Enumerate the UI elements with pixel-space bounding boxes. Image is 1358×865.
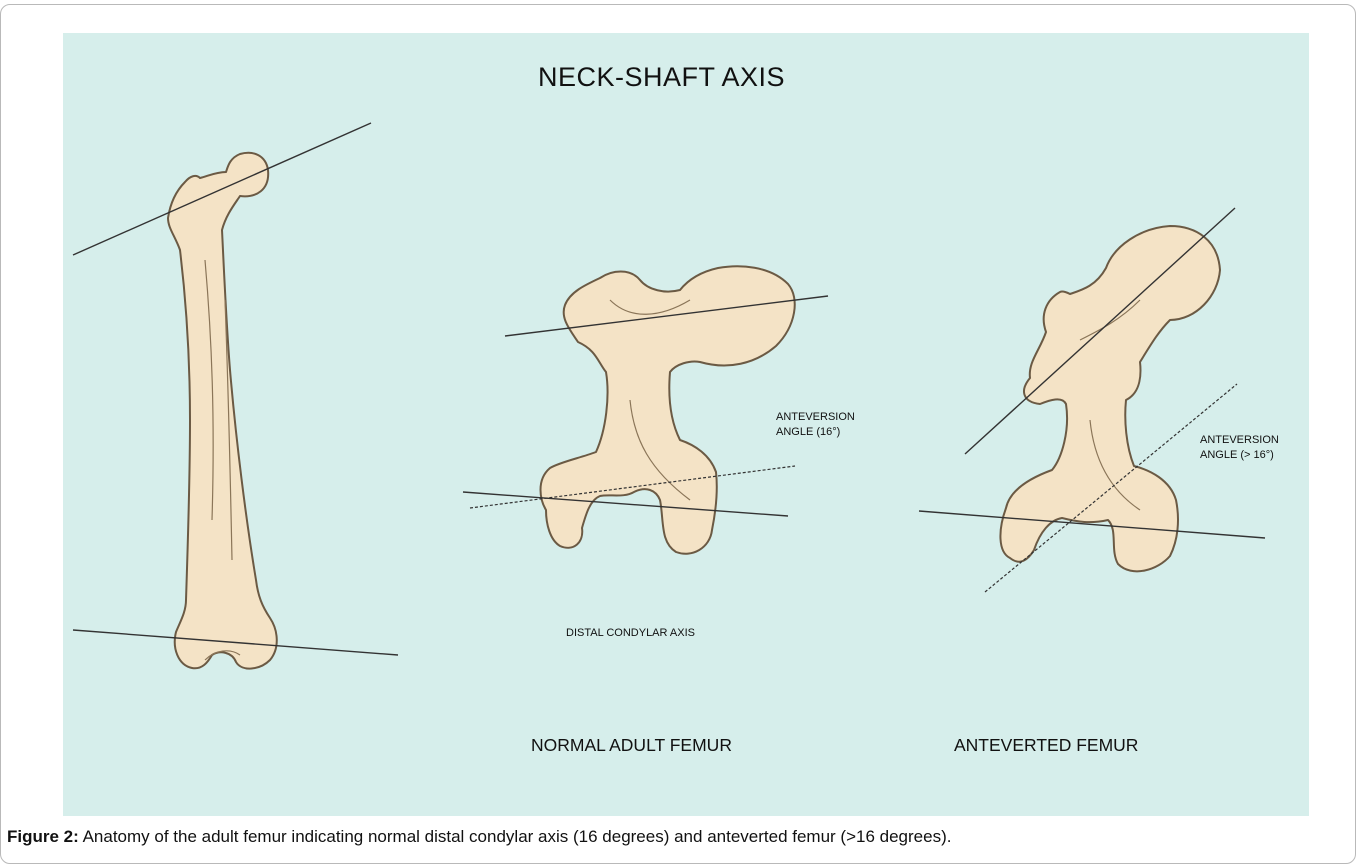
caption-text: Anatomy of the adult femur indicating no… xyxy=(79,827,952,846)
anteversion-anteverted-line1: ANTEVERSION xyxy=(1200,433,1279,448)
anteverted-femur-label: ANTEVERTED FEMUR xyxy=(954,735,1138,756)
anteversion-normal-line1: ANTEVERSION xyxy=(776,410,855,425)
normal-femur-bone xyxy=(541,266,795,553)
diagram-title: NECK-SHAFT AXIS xyxy=(538,62,785,93)
anteversion-angle-anteverted-label: ANTEVERSION ANGLE (> 16°) xyxy=(1200,433,1279,463)
caption-prefix: Figure 2: xyxy=(7,827,79,846)
anteversion-normal-line2: ANGLE (16°) xyxy=(776,425,855,440)
anteversion-angle-normal-label: ANTEVERSION ANGLE (16°) xyxy=(776,410,855,440)
distal-condylar-axis-label: DISTAL CONDYLAR AXIS xyxy=(566,626,695,641)
normal-femur-label: NORMAL ADULT FEMUR xyxy=(531,735,732,756)
figure-caption: Figure 2: Anatomy of the adult femur ind… xyxy=(7,827,951,847)
anteversion-anteverted-line2: ANGLE (> 16°) xyxy=(1200,448,1279,463)
full-femur-bone xyxy=(168,153,277,669)
